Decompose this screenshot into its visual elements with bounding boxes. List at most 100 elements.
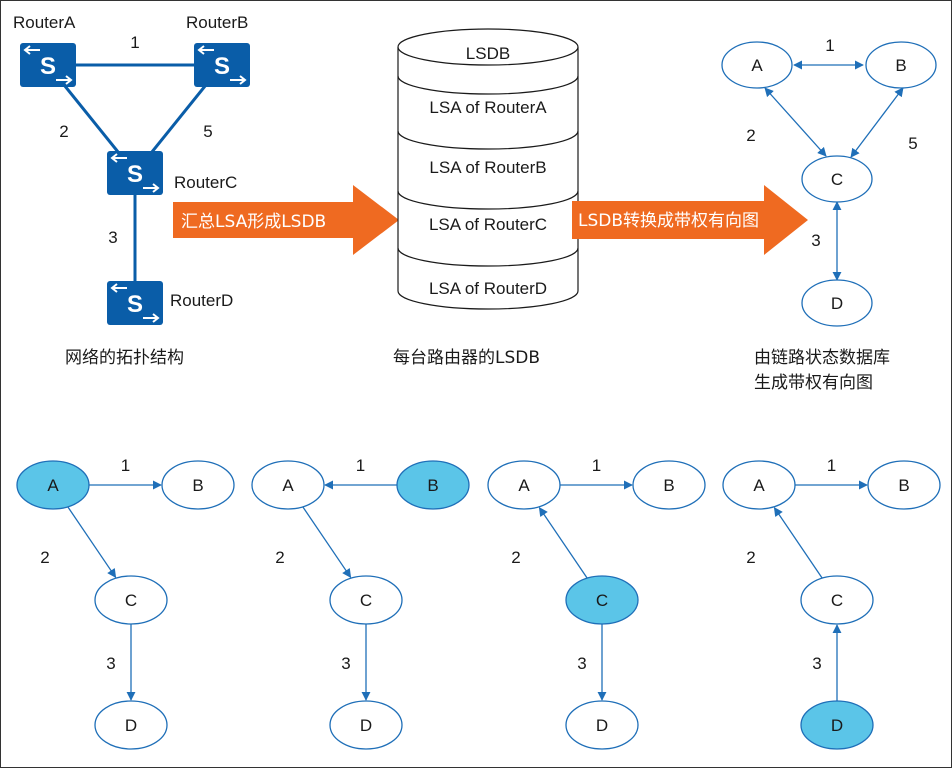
lsdb-top bbox=[397, 28, 579, 66]
router-label-d: RouterD bbox=[170, 291, 233, 310]
svg-text:S: S bbox=[214, 53, 230, 80]
tree-node bbox=[867, 460, 941, 510]
arrow-to-graph: LSDB转换成带权有向图 bbox=[572, 185, 808, 255]
tree-edge-cost: 2 bbox=[40, 548, 49, 567]
spf-tree-a: 1 2 3 A B C D bbox=[16, 456, 235, 750]
tree-root-node bbox=[565, 575, 639, 625]
weighted-graph: 1 2 5 3 A B C D 由链路状态数据库 生成带权有向图 bbox=[721, 36, 937, 393]
graph-node-b bbox=[865, 41, 937, 89]
arrow-to-lsdb-label: 汇总LSA形成LSDB bbox=[181, 212, 326, 232]
router-switch-icon: S bbox=[194, 43, 250, 87]
tree-node bbox=[251, 460, 325, 510]
tree-node-label: C bbox=[596, 591, 608, 610]
arrow-to-graph-label: LSDB转换成带权有向图 bbox=[578, 211, 759, 231]
tree-edge-cost: 1 bbox=[356, 456, 365, 475]
tree-edge-cost: 2 bbox=[746, 548, 755, 567]
tree-root-node bbox=[16, 460, 90, 510]
graph-cost-a-c: 2 bbox=[746, 126, 755, 145]
router-label-b: RouterB bbox=[186, 13, 248, 32]
tree-edge bbox=[302, 506, 352, 579]
lsdb-cylinder: LSDB LSA of RouterA LSA of RouterB LSA o… bbox=[393, 28, 579, 368]
tree-node-label: A bbox=[282, 476, 294, 495]
graph-edge-b-c bbox=[850, 87, 904, 158]
tree-node bbox=[329, 575, 403, 625]
lsdb-divider bbox=[397, 75, 579, 95]
lsdb-entry: LSA of RouterB bbox=[429, 158, 546, 177]
svg-text:S: S bbox=[127, 291, 143, 318]
graph-edge-a-c bbox=[764, 87, 827, 157]
tree-node-label: D bbox=[360, 716, 372, 735]
lsdb-entry: LSA of RouterD bbox=[429, 279, 547, 298]
cost-b-c: 5 bbox=[203, 122, 212, 141]
tree-node-label: A bbox=[518, 476, 530, 495]
svg-text:S: S bbox=[40, 53, 56, 80]
graph-node-label: B bbox=[895, 56, 906, 75]
tree-node-label: B bbox=[192, 476, 203, 495]
tree-edge bbox=[773, 506, 823, 579]
tree-root-node bbox=[800, 700, 874, 750]
tree-node-label: D bbox=[125, 716, 137, 735]
tree-edge-cost: 1 bbox=[121, 456, 130, 475]
graph-node-label: D bbox=[831, 294, 843, 313]
lsdb-caption: 每台路由器的LSDB bbox=[393, 348, 540, 368]
topology-routers: S S S S bbox=[20, 43, 250, 325]
tree-node bbox=[161, 460, 235, 510]
tree-node-label: D bbox=[596, 716, 608, 735]
arrow-to-lsdb: 汇总LSA形成LSDB bbox=[173, 185, 399, 255]
tree-edge-cost: 3 bbox=[812, 654, 821, 673]
spf-tree-b: 1 2 3 A B C D bbox=[251, 456, 470, 750]
graph-node-label: A bbox=[751, 56, 763, 75]
tree-root-node bbox=[396, 460, 470, 510]
topology-caption: 网络的拓扑结构 bbox=[65, 348, 184, 368]
tree-node bbox=[329, 700, 403, 750]
lsdb-title: LSDB bbox=[466, 44, 510, 63]
block-arrow-right-icon bbox=[173, 185, 399, 255]
tree-edge-cost: 3 bbox=[106, 654, 115, 673]
tree-node bbox=[487, 460, 561, 510]
tree-node bbox=[94, 700, 168, 750]
graph-cost-a-b: 1 bbox=[825, 36, 834, 55]
tree-node bbox=[800, 575, 874, 625]
graph-cost-b-c: 5 bbox=[908, 134, 917, 153]
tree-edge-cost: 3 bbox=[577, 654, 586, 673]
topology-router-labels: RouterA RouterB RouterC RouterD bbox=[13, 13, 248, 310]
lsdb-divider bbox=[397, 130, 579, 150]
tree-edge-cost: 3 bbox=[341, 654, 350, 673]
tree-node-label: B bbox=[427, 476, 438, 495]
tree-edge-cost: 1 bbox=[592, 456, 601, 475]
tree-node-label: A bbox=[47, 476, 59, 495]
tree-node-label: C bbox=[360, 591, 372, 610]
tree-node bbox=[94, 575, 168, 625]
tree-edge bbox=[538, 506, 588, 579]
tree-node-label: B bbox=[898, 476, 909, 495]
tree-edge-cost: 1 bbox=[827, 456, 836, 475]
graph-caption-line: 由链路状态数据库 bbox=[754, 348, 890, 368]
router-switch-icon: S bbox=[107, 151, 163, 195]
tree-node-label: C bbox=[125, 591, 137, 610]
tree-node bbox=[632, 460, 706, 510]
router-label-c: RouterC bbox=[174, 173, 237, 192]
tree-node bbox=[565, 700, 639, 750]
lsdb-entry: LSA of RouterC bbox=[429, 215, 547, 234]
svg-text:S: S bbox=[127, 161, 143, 188]
graph-node-a bbox=[721, 41, 793, 89]
block-arrow-right-icon bbox=[572, 185, 808, 255]
tree-node-label: C bbox=[831, 591, 843, 610]
cost-a-b: 1 bbox=[130, 33, 139, 52]
lsdb-divider bbox=[397, 190, 579, 210]
lsdb-body bbox=[397, 47, 579, 310]
router-switch-icon: S bbox=[20, 43, 76, 87]
tree-node bbox=[722, 460, 796, 510]
cost-a-c: 2 bbox=[59, 122, 68, 141]
graph-caption-line: 生成带权有向图 bbox=[754, 373, 873, 393]
tree-node-label: B bbox=[663, 476, 674, 495]
lsdb-divider bbox=[397, 247, 579, 267]
graph-node-c bbox=[801, 155, 873, 203]
tree-node-label: D bbox=[831, 716, 843, 735]
graph-node-d bbox=[801, 279, 873, 327]
graph-node-label: C bbox=[831, 170, 843, 189]
tree-edge-cost: 2 bbox=[275, 548, 284, 567]
